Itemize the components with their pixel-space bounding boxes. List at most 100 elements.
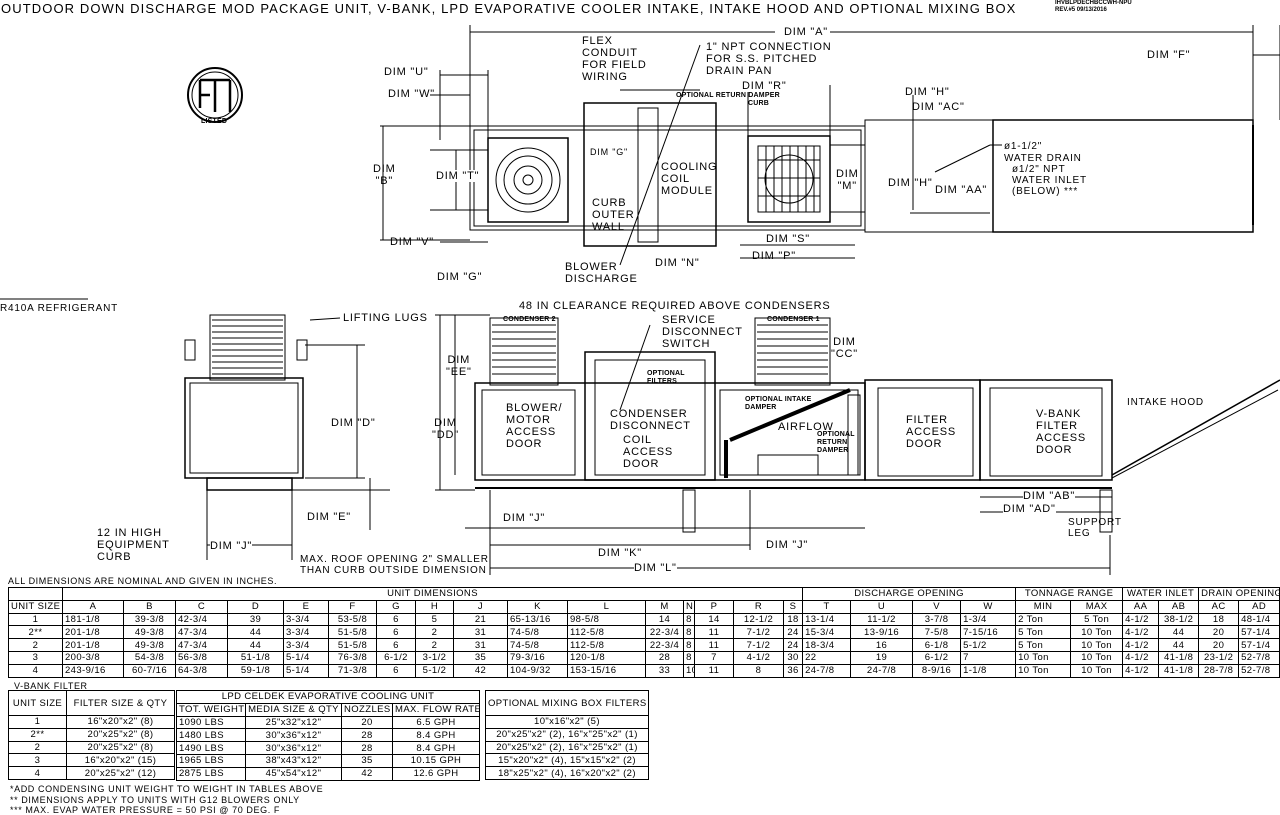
table-cell: 3-3/4 xyxy=(283,612,329,627)
optional-intake-damper-label: OPTIONAL INTAKE DAMPER xyxy=(745,396,812,411)
group-water-inlet: WATER INLET xyxy=(1122,587,1200,601)
dim-g-inner-label: DIM "G" xyxy=(590,147,628,157)
table-cell: 18"x25"x2" (4), 16"x20"x2" (2) xyxy=(485,766,649,780)
table-cell: 57-1/4 xyxy=(1238,625,1280,640)
dim-g-label: DIM "G" xyxy=(437,271,483,283)
table-cell: 5 Ton xyxy=(1070,612,1124,627)
table-cell: 15-3/4 xyxy=(802,625,852,640)
table-cell: 35 xyxy=(341,753,393,768)
table-cell: 5-1/2 xyxy=(960,638,1017,652)
lifting-lugs-label: LIFTING LUGS xyxy=(343,312,428,324)
table-cell: 1-1/8 xyxy=(960,663,1017,678)
optional-return-damper-label: OPTIONAL RETURN DAMPER xyxy=(676,92,780,99)
column-header: G xyxy=(376,599,416,614)
table-cell: 31 xyxy=(453,638,508,652)
table-cell: 4 xyxy=(8,766,67,780)
filter-door-label: FILTER ACCESS DOOR xyxy=(906,414,957,450)
dim-j-side-label-1: DIM "J" xyxy=(503,512,546,524)
table-row: 2**20"x25"x2" (8) xyxy=(8,727,175,742)
table-cell: 49-3/8 xyxy=(123,625,176,640)
etl-listed-logo xyxy=(187,67,243,123)
dim-d-label: DIM "D" xyxy=(331,417,376,429)
table-cell: 60-7/16 xyxy=(123,663,176,678)
dim-a-label: DIM "A" xyxy=(784,26,828,38)
table-cell: 28-7/8 xyxy=(1198,663,1240,678)
table-cell: 22-3/4 xyxy=(645,638,684,652)
table-cell: 52-7/8 xyxy=(1238,650,1280,665)
table-cell: 201-1/8 xyxy=(62,625,124,640)
table-cell: 8.4 GPH xyxy=(391,741,481,755)
column-header: AB xyxy=(1158,599,1200,614)
dim-l-label: DIM "L" xyxy=(634,562,677,574)
table-cell: 24-7/8 xyxy=(850,663,914,678)
table-cell: 104-9/32 xyxy=(507,663,568,678)
dim-n-label: DIM "N" xyxy=(655,257,700,269)
blower-discharge-label: BLOWER DISCHARGE xyxy=(565,261,638,285)
table-cell: 8-9/16 xyxy=(912,663,962,678)
footnote: *** MAX. EVAP WATER PRESSURE = 50 PSI @ … xyxy=(10,805,281,815)
table-cell: 11 xyxy=(694,663,734,678)
dimensions-note: ALL DIMENSIONS ARE NOMINAL AND GIVEN IN … xyxy=(8,576,278,586)
footnote: *ADD CONDENSING UNIT WEIGHT TO WEIGHT IN… xyxy=(10,784,324,794)
column-header: S xyxy=(782,599,804,614)
water-drain-label: ø1-1/2" WATER DRAIN xyxy=(1004,141,1082,164)
drawing-title: OUTDOOR DOWN DISCHARGE MOD PACKAGE UNIT,… xyxy=(1,1,1017,16)
logo-listed-text: LISTED xyxy=(201,118,228,125)
table-cell: 2 xyxy=(8,638,63,652)
service-disconnect-label: SERVICE DISCONNECT SWITCH xyxy=(662,314,743,350)
vbank-door-label: V-BANK FILTER ACCESS DOOR xyxy=(1036,408,1087,456)
table-cell: 41-1/8 xyxy=(1158,650,1200,665)
column-header: D xyxy=(227,599,284,614)
column-header: MEDIA SIZE & QTY xyxy=(245,702,342,717)
table-cell: 8.4 GPH xyxy=(391,728,481,743)
table-cell: 12.6 GPH xyxy=(391,766,481,781)
table-cell: 42 xyxy=(453,663,508,678)
table-cell: 4-1/2 xyxy=(1122,625,1160,640)
table-cell: 3-3/4 xyxy=(283,625,329,640)
column-header: NOZZLES xyxy=(341,702,393,717)
table-cell: 51-1/8 xyxy=(227,650,284,665)
column-header: F xyxy=(328,599,377,614)
table-cell: 3-7/8 xyxy=(912,612,962,627)
table-cell: 1490 LBS xyxy=(176,741,246,755)
table-cell: 74-5/8 xyxy=(507,625,568,640)
table-cell: 2** xyxy=(8,625,63,640)
dim-dd-label: DIM "DD" xyxy=(432,417,459,441)
table-cell: 2 xyxy=(415,625,454,640)
dim-v-label: DIM "V" xyxy=(390,236,434,248)
column-header: U xyxy=(850,599,914,614)
table-cell: 35 xyxy=(453,650,508,665)
table-cell: 2875 LBS xyxy=(176,766,246,781)
table-row: 18"x25"x2" (4), 16"x20"x2" (2) xyxy=(485,766,649,780)
table-cell: 54-3/8 xyxy=(123,650,176,665)
table-cell: 33 xyxy=(645,663,684,678)
table-cell: 13-9/16 xyxy=(850,625,914,640)
table-cell: 44 xyxy=(227,638,284,652)
condenser-1-label: CONDENSER 1 xyxy=(767,316,820,323)
table-cell: 16"x20"x2" (15) xyxy=(66,753,175,768)
group-tonnage-range: TONNAGE RANGE xyxy=(1015,587,1124,601)
table-cell: 15"x20"x2" (4), 15"x15"x2" (2) xyxy=(485,753,649,768)
table-cell: 6 xyxy=(376,625,416,640)
table-cell: 30 xyxy=(782,650,804,665)
optional-return-damper-side-label: OPTIONAL RETURN DAMPER xyxy=(817,431,855,454)
dim-m-label: DIM "M" xyxy=(836,168,859,192)
group-discharge-opening: DISCHARGE OPENING xyxy=(802,587,1017,601)
table-cell: 7-1/2 xyxy=(733,625,784,640)
table-cell: 23-1/2 xyxy=(1198,650,1240,665)
table-cell: 8 xyxy=(683,625,695,640)
table-cell: 36 xyxy=(782,663,804,678)
table-cell: 6.5 GPH xyxy=(391,715,481,730)
table-cell: 98-5/8 xyxy=(567,612,646,627)
table-cell: 14 xyxy=(645,612,684,627)
table-row: 15"x20"x2" (4), 15"x15"x2" (2) xyxy=(485,753,649,768)
table-cell: 5 Ton xyxy=(1015,638,1072,652)
table-cell: 10 Ton xyxy=(1070,663,1124,678)
coil-door-label: COIL ACCESS DOOR xyxy=(623,434,674,470)
dim-w-label: DIM "W" xyxy=(388,88,436,100)
table-cell: 4 xyxy=(8,663,63,678)
